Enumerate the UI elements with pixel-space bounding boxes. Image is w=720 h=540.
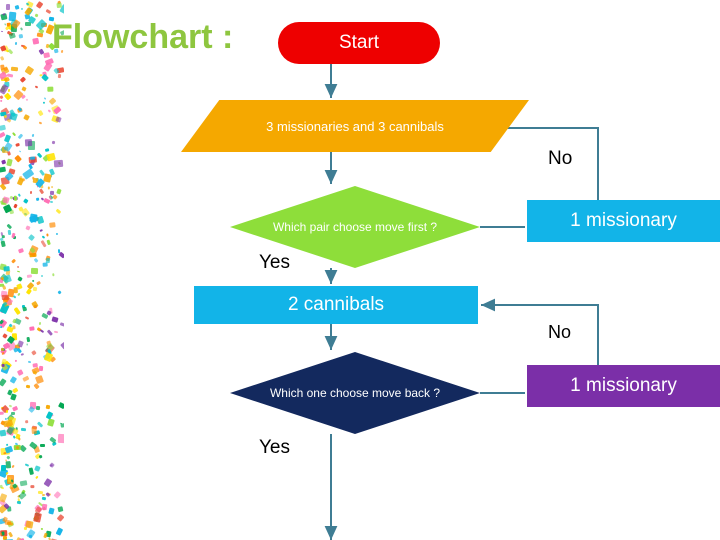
page-title: Flowchart :	[52, 18, 234, 56]
confetti-decoration	[0, 0, 64, 540]
flow-node-process1[interactable]: 2 cannibals	[194, 286, 478, 324]
flow-node-start[interactable]: Start	[278, 22, 440, 64]
flow-node-branch1[interactable]: 1 missionary	[527, 200, 720, 242]
edge-label-no2: No	[548, 322, 572, 342]
flow-node-branch2[interactable]: 1 missionary	[527, 365, 720, 407]
edge-label-yes1: Yes	[259, 252, 290, 273]
node-label: Which pair choose move first ?	[272, 219, 438, 234]
edge-label-no1: No	[548, 148, 573, 169]
node-label: Which one choose move back ?	[269, 385, 441, 400]
edge-label-yes2: Yes	[259, 437, 290, 458]
node-label: 3 missionaries and 3 cannibals	[266, 118, 444, 134]
flow-node-data1[interactable]: 3 missionaries and 3 cannibals	[181, 100, 529, 152]
